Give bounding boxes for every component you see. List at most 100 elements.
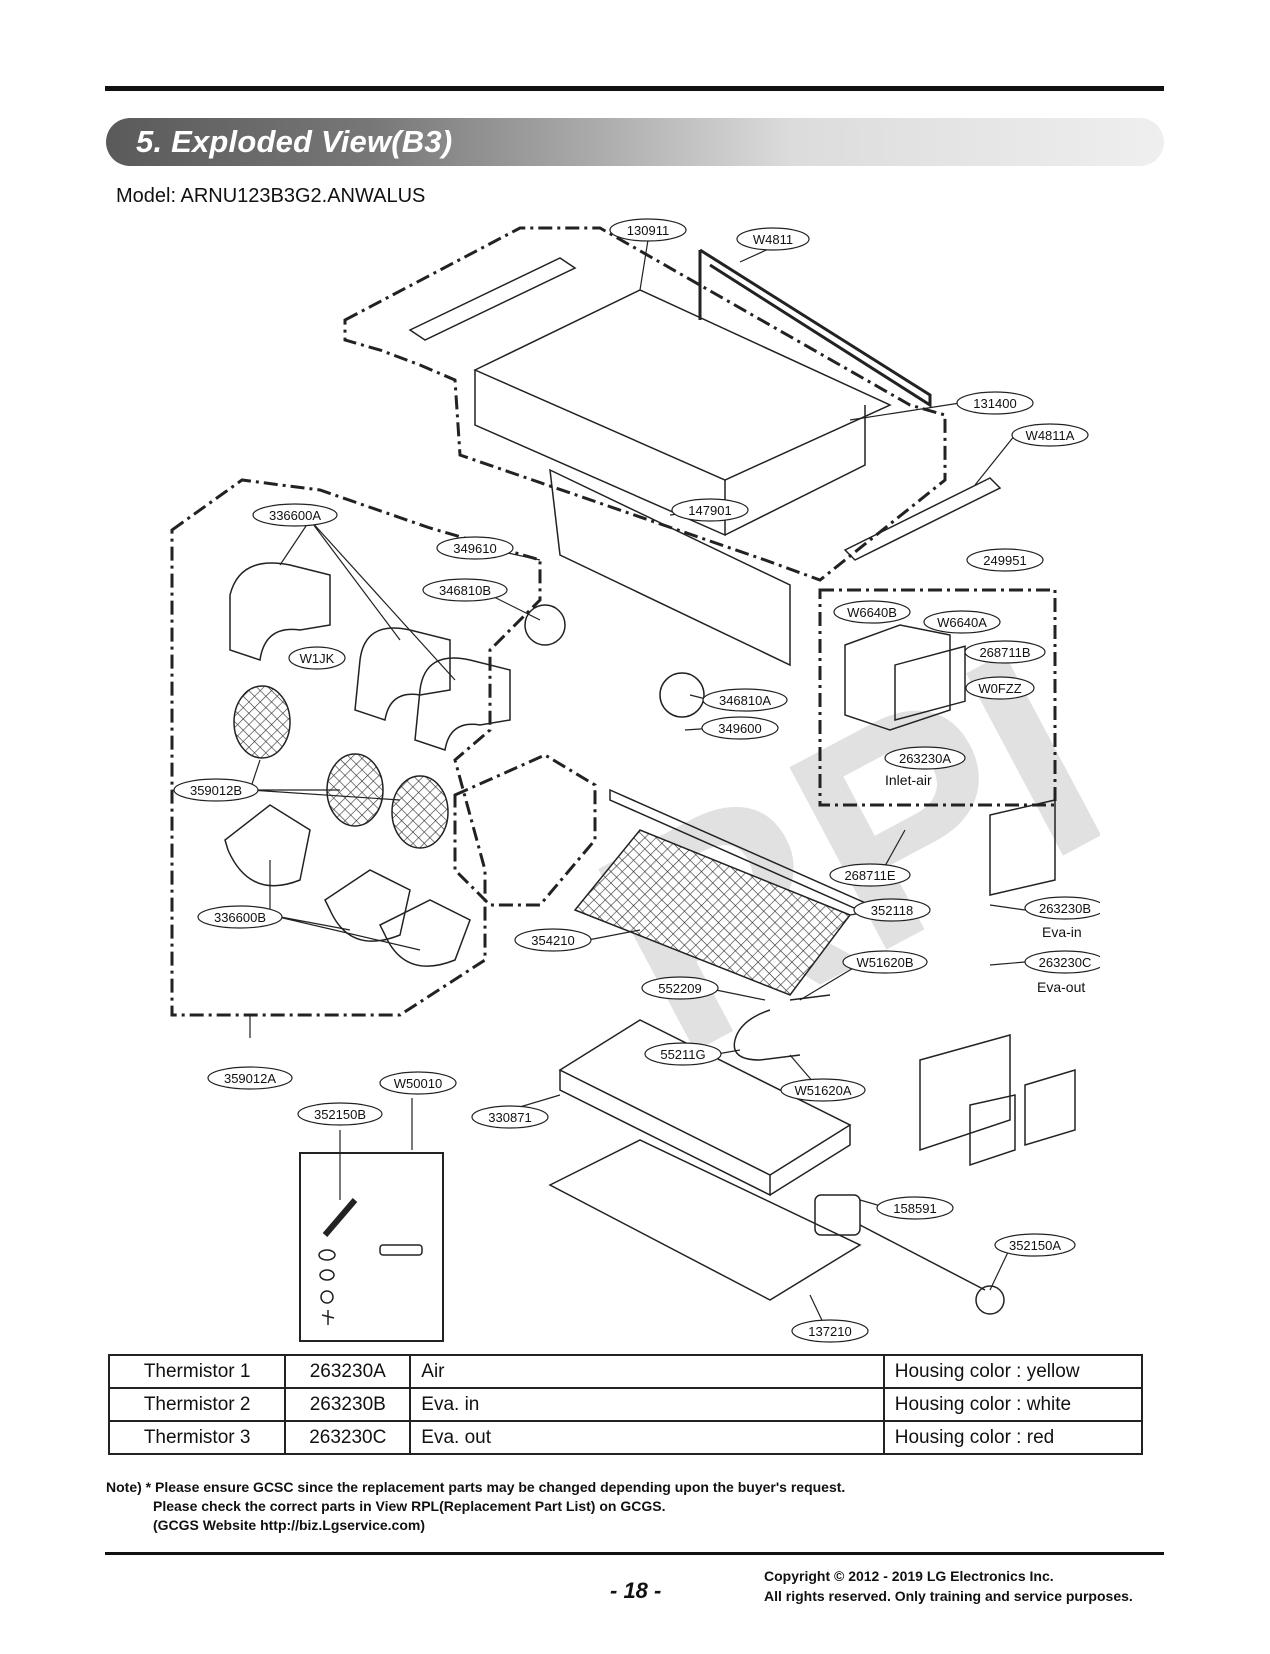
blower-wheel-parts bbox=[233, 685, 449, 849]
callout-336600B: 336600B bbox=[197, 905, 283, 929]
copyright: Copyright © 2012 - 2019 LG Electronics I… bbox=[764, 1566, 1133, 1606]
callout-W0FZZ: W0FZZ bbox=[965, 676, 1035, 700]
svg-text:W0FZZ: W0FZZ bbox=[978, 681, 1021, 696]
thermistor-name-cell: Thermistor 1 bbox=[107, 1354, 287, 1389]
callout-W51620A: W51620A bbox=[780, 1078, 866, 1102]
svg-text:W1JK: W1JK bbox=[300, 651, 335, 666]
housing-color-cell: Housing color : white bbox=[882, 1387, 1144, 1422]
fan-housing-parts bbox=[229, 562, 511, 751]
svg-text:W51620A: W51620A bbox=[794, 1083, 851, 1098]
section-title-bar: 5. Exploded View(B3) bbox=[106, 118, 1164, 166]
callout-346810B: 346810B bbox=[422, 578, 508, 602]
callout-130911: 130911 bbox=[609, 218, 687, 242]
pcb-part bbox=[894, 645, 966, 721]
exploded-view-diagram: RPI bbox=[170, 218, 1100, 1343]
svg-text:359012A: 359012A bbox=[224, 1071, 276, 1086]
motor-frame-part bbox=[549, 468, 791, 667]
callout-359012B: 359012B bbox=[173, 778, 259, 802]
eva-out-label: Eva-out bbox=[1037, 979, 1085, 995]
callout-268711E: 268711E bbox=[829, 863, 911, 887]
svg-text:346810B: 346810B bbox=[439, 583, 491, 598]
side-panel-part bbox=[989, 799, 1056, 896]
top-group-dashed-boundary bbox=[343, 226, 947, 582]
svg-text:352150B: 352150B bbox=[314, 1107, 366, 1122]
svg-text:130911: 130911 bbox=[627, 223, 669, 238]
callout-W6640B: W6640B bbox=[833, 600, 911, 624]
motor-parts bbox=[524, 604, 705, 718]
callout-W4811: W4811 bbox=[736, 227, 810, 251]
svg-text:W6640B: W6640B bbox=[847, 605, 897, 620]
callout-W4811A: W4811A bbox=[1011, 423, 1089, 447]
callout-268711B: 268711B bbox=[964, 640, 1046, 664]
callout-359012A: 359012A bbox=[207, 1066, 293, 1090]
callout-263230B: 263230B bbox=[1024, 896, 1100, 920]
svg-text:131400: 131400 bbox=[973, 396, 1016, 411]
accessory-parts bbox=[318, 1198, 423, 1325]
svg-text:55211G: 55211G bbox=[660, 1047, 705, 1062]
sensor-location-cell: Air bbox=[409, 1354, 885, 1389]
svg-text:147901: 147901 bbox=[688, 503, 731, 518]
model-number: Model: ARNU123B3G2.ANWALUS bbox=[116, 185, 426, 207]
note-line-2: Please check the correct parts in View R… bbox=[153, 1498, 666, 1514]
svg-text:249951: 249951 bbox=[983, 553, 1026, 568]
callout-158591: 158591 bbox=[876, 1196, 954, 1220]
part-number-cell: 263230A bbox=[284, 1354, 412, 1389]
svg-text:263230B: 263230B bbox=[1039, 901, 1091, 916]
callout-352150B: 352150B bbox=[297, 1102, 383, 1126]
part-number-cell: 263230C bbox=[284, 1420, 412, 1455]
svg-text:552209: 552209 bbox=[658, 981, 701, 996]
note-line-3: (GCGS Website http://biz.Lgservice.com) bbox=[153, 1517, 426, 1533]
note-line-1: Note) * Please ensure GCSC since the rep… bbox=[106, 1479, 846, 1495]
eva-in-label: Eva-in bbox=[1042, 924, 1082, 940]
housing-color-cell: Housing color : red bbox=[882, 1420, 1144, 1455]
copyright-line-1: Copyright © 2012 - 2019 LG Electronics I… bbox=[764, 1568, 1054, 1584]
svg-text:W51620B: W51620B bbox=[856, 955, 913, 970]
callout-352118: 352118 bbox=[853, 898, 931, 922]
gasket-part bbox=[698, 248, 932, 408]
top-cover-part bbox=[408, 257, 1002, 561]
callout-552209: 552209 bbox=[641, 976, 719, 1000]
svg-text:352150A: 352150A bbox=[1009, 1238, 1061, 1253]
part-number-cell: 263230B bbox=[284, 1387, 412, 1422]
sensor-location-cell: Eva. in bbox=[409, 1387, 885, 1422]
svg-text:W4811A: W4811A bbox=[1026, 428, 1075, 443]
svg-text:W50010: W50010 bbox=[394, 1076, 442, 1091]
svg-text:336600A: 336600A bbox=[269, 508, 321, 523]
housing-color-cell: Housing color : yellow bbox=[882, 1354, 1144, 1389]
copyright-line-2: All rights reserved. Only training and s… bbox=[764, 1588, 1133, 1604]
inlet-air-label: Inlet-air bbox=[885, 772, 932, 788]
lower-housing-parts bbox=[224, 804, 471, 967]
sensor-location-cell: Eva. out bbox=[409, 1420, 885, 1455]
base-plate-part bbox=[548, 1139, 862, 1301]
callout-263230C: 263230C bbox=[1024, 950, 1100, 974]
callout-263230A: 263230A bbox=[884, 746, 966, 770]
refrigerant-piping-part bbox=[733, 994, 831, 1061]
thermistor-name-cell: Thermistor 2 bbox=[107, 1387, 287, 1422]
callout-352150A: 352150A bbox=[994, 1233, 1076, 1257]
svg-text:349610: 349610 bbox=[453, 541, 496, 556]
callout-55211G: 55211G bbox=[644, 1042, 722, 1066]
svg-text:268711B: 268711B bbox=[979, 645, 1030, 660]
callout-346810A: 346810A bbox=[702, 688, 788, 712]
callout-137210: 137210 bbox=[791, 1319, 869, 1343]
svg-text:352118: 352118 bbox=[871, 903, 913, 918]
callout-249951: 249951 bbox=[966, 548, 1044, 572]
svg-text:W6640A: W6640A bbox=[937, 615, 987, 630]
svg-text:359012B: 359012B bbox=[190, 783, 242, 798]
svg-text:137210: 137210 bbox=[808, 1324, 851, 1339]
filter-group-dashed-boundary bbox=[453, 753, 597, 907]
svg-text:263230A: 263230A bbox=[899, 751, 951, 766]
callout-336600A: 336600A bbox=[252, 503, 338, 527]
bottom-rule bbox=[105, 1552, 1164, 1555]
svg-text:158591: 158591 bbox=[893, 1201, 936, 1216]
callout-W50010: W50010 bbox=[379, 1071, 457, 1095]
control-box-dashed-boundary bbox=[818, 588, 1057, 807]
end-panel-parts bbox=[919, 1034, 1076, 1167]
callout-W1JK: W1JK bbox=[288, 646, 346, 670]
fan-group-dashed-boundary bbox=[170, 478, 542, 1017]
callout-349610: 349610 bbox=[436, 536, 514, 560]
